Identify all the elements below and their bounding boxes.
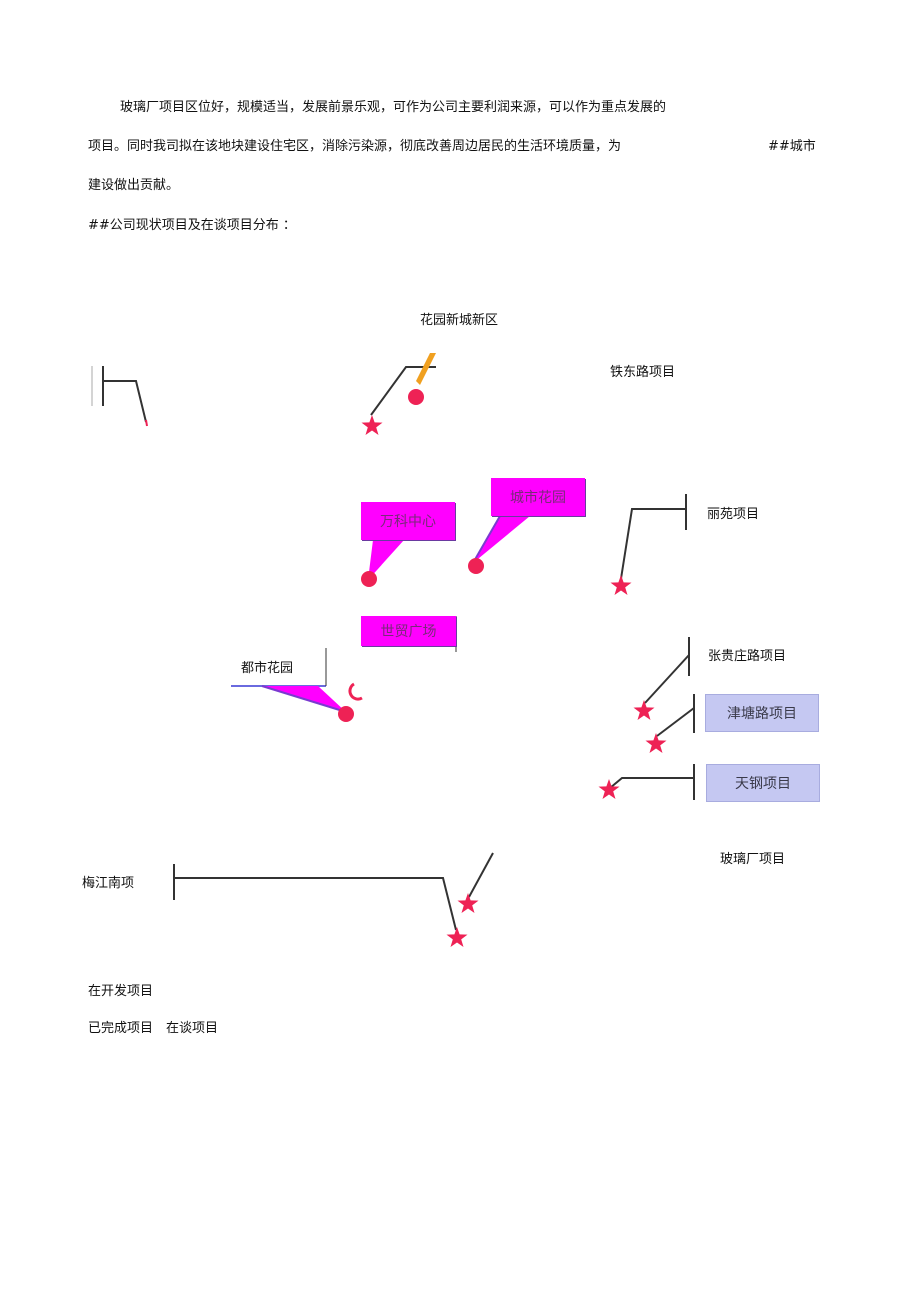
star-marker-boli — [457, 893, 479, 913]
circle-marker-chengshi — [468, 558, 484, 574]
star-marker-liyuan — [610, 575, 632, 595]
box-jintang: 津塘路项目 — [705, 694, 819, 732]
label-zhangguizhuang: 张贵庄路项目 — [708, 649, 787, 664]
paragraph-line-2-end: ##城市 — [768, 139, 816, 154]
callout-label-chengshi: 城市花园 — [491, 478, 585, 516]
leader-line-jintang — [656, 694, 695, 737]
label-dushi: 都市花园 — [241, 661, 294, 676]
star-marker-zhangguizhuang — [633, 700, 655, 720]
leader-line-boli — [468, 852, 494, 898]
legend-negotiating: 在谈项目 — [166, 1021, 219, 1036]
callout-label-shimao: 世贸广场 — [361, 616, 456, 646]
paragraph-line-1: 玻璃厂项目区位好，规模适当，发展前景乐观，可作为公司主要利润来源，可以作为重点发… — [120, 100, 667, 115]
leader-line-top-left — [91, 366, 148, 427]
label-tiedong: 铁东路项目 — [610, 365, 676, 380]
circle-marker-garden-city — [408, 389, 424, 405]
leader-line-dushi — [231, 648, 347, 713]
legend-developing: 在开发项目 — [88, 984, 154, 999]
star-marker-jintang — [645, 733, 667, 753]
callout-pointer-wanke — [368, 540, 404, 580]
box-tiangang: 天钢项目 — [706, 764, 820, 802]
map-title: 花园新城新区 — [420, 313, 499, 328]
label-boli: 玻璃厂项目 — [720, 852, 786, 867]
partial-circle-marker — [348, 682, 363, 701]
leader-line-meijiang — [173, 864, 457, 931]
orange-pointer — [416, 353, 436, 385]
leader-line-garden-city — [370, 366, 436, 416]
callout-label-wanke: 万科中心 — [361, 502, 455, 540]
label-meijiang: 梅江南项 — [82, 876, 135, 891]
legend-completed: 已完成项目 — [88, 1021, 154, 1036]
leader-line-zhangguizhuang — [644, 637, 690, 704]
leader-line-liyuan — [619, 494, 687, 586]
paragraph-line-3: 建设做出贡献。 — [88, 178, 180, 193]
star-marker-meijiang — [446, 927, 468, 947]
label-liyuan: 丽苑项目 — [707, 507, 760, 522]
circle-marker-wanke — [361, 571, 377, 587]
paragraph-line-2: 项目。同时我司拟在该地块建设住宅区，消除污染源，彻底改善周边居民的生活环境质量，… — [88, 139, 622, 154]
star-marker-garden-city — [361, 415, 383, 435]
leader-line-tiangang — [609, 764, 695, 800]
circle-marker-dushi — [338, 706, 354, 722]
section-heading: ##公司现状项目及在谈项目分布 ： — [88, 218, 296, 233]
callout-pointer-chengshi — [473, 516, 530, 563]
